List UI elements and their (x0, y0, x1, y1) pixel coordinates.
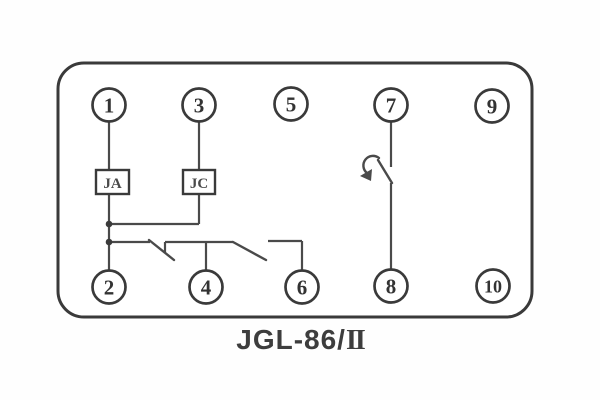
terminal-5: 5 (273, 86, 309, 122)
terminal-2: 2 (91, 269, 127, 305)
manual-reset-arrow-arc (362, 154, 381, 175)
terminal-4-circle (188, 269, 224, 305)
terminal-3-circle (181, 87, 217, 123)
terminal-4: 4 (188, 269, 224, 305)
terminal-5-circle (273, 86, 309, 122)
model-designation-roman-numeral: II (345, 325, 366, 356)
relay-case-outline (56, 61, 534, 319)
reset-contact-blade (376, 158, 394, 185)
coil-ja-box (94, 168, 131, 196)
coil-jc-box (181, 168, 217, 196)
make-contact-blade (231, 240, 268, 262)
break-contact-blade (147, 238, 176, 262)
terminal-1: 1 (91, 87, 127, 123)
manual-reset-arrow-head (360, 169, 372, 181)
terminal-8-label: 8 (386, 275, 397, 299)
terminal-4-label: 4 (201, 276, 212, 300)
terminal-3: 3 (181, 87, 217, 123)
coil-ja: JA (94, 168, 131, 196)
coil-jc: JC (181, 168, 217, 196)
terminal-7-circle (373, 87, 409, 123)
terminal-7: 7 (373, 87, 409, 123)
model-designation: JGL-86/II (0, 324, 600, 357)
terminal-5-label: 5 (286, 93, 297, 117)
terminal-9-circle (474, 88, 510, 124)
junction-dot-lower (105, 238, 113, 246)
terminal-6-label: 6 (297, 276, 308, 300)
terminal-1-label: 1 (104, 94, 115, 118)
terminal-3-label: 3 (194, 94, 205, 118)
terminal-8: 8 (373, 268, 409, 304)
terminal-2-label: 2 (104, 276, 115, 300)
terminal-10: 10 (475, 268, 511, 304)
terminal-6-circle (284, 269, 320, 305)
terminal-9: 9 (474, 88, 510, 124)
wiring (105, 122, 394, 271)
terminal-7-label: 7 (386, 94, 397, 118)
coil-jc-label: JC (190, 176, 208, 192)
terminal-10-circle (475, 268, 511, 304)
model-designation-prefix: JGL-86/ (236, 324, 346, 355)
terminal-6: 6 (284, 269, 320, 305)
terminal-10-label: 10 (484, 277, 502, 297)
terminal-1-circle (91, 87, 127, 123)
terminal-2-circle (91, 269, 127, 305)
terminal-8-circle (373, 268, 409, 304)
junction-dot-upper (105, 220, 113, 228)
terminal-9-label: 9 (487, 95, 498, 119)
coil-ja-label: JA (103, 176, 122, 192)
